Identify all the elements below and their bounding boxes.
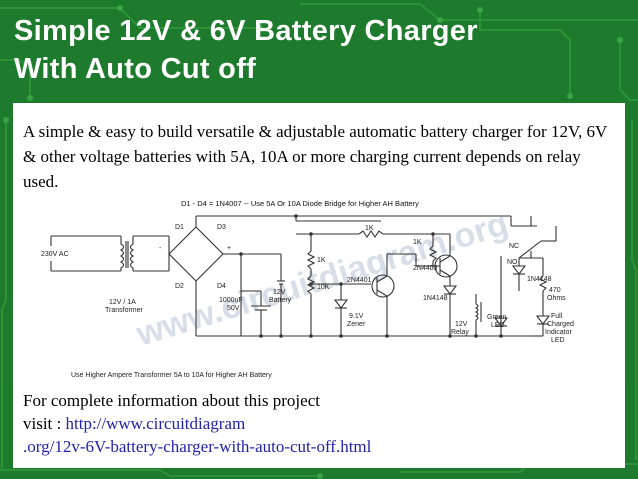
- label-nc: NC: [509, 243, 519, 250]
- label-minus: -: [159, 245, 162, 252]
- label-relay-voltage: 12V: [455, 321, 468, 328]
- label-r-10k: 10K: [317, 284, 330, 291]
- label-1n4148-mid: 1N4148: [423, 295, 448, 302]
- label-q-2n4401: 2N4401: [347, 277, 372, 284]
- project-link-continued[interactable]: .org/12v-6V-battery-charger-with-auto-cu…: [23, 437, 372, 456]
- footer-line-2: visit : http://www.circuitdiagram: [23, 412, 613, 435]
- label-full-led-4: LED: [551, 337, 565, 344]
- label-full-led-3: Indicator: [545, 329, 573, 336]
- label-zener: Zener: [347, 321, 366, 328]
- label-d1: D1: [175, 224, 184, 231]
- label-plus: +: [227, 245, 231, 252]
- label-d4: D4: [217, 283, 226, 290]
- label-r-1k-right: 1K: [413, 239, 422, 246]
- diagram-top-note: D1 - D4 = 1N4007 -- Use 5A Or 10A Diode …: [181, 199, 419, 208]
- label-r-470-ohms: Ohms: [547, 295, 566, 302]
- label-green-led-2: LED: [491, 322, 505, 329]
- label-r-1k-left: 1K: [317, 257, 326, 264]
- label-r-1k-top: 1K: [365, 225, 374, 232]
- label-ac-input: 230V AC: [41, 251, 69, 258]
- label-transformer: Transformer: [105, 307, 144, 314]
- circuit-diagram: www.circuitdiagram.org D1 - D4 = 1N4007 …: [41, 199, 574, 379]
- label-zener-voltage: 9.1V: [349, 313, 364, 320]
- project-link[interactable]: http://www.circuitdiagram: [65, 414, 246, 433]
- title-line-1: Simple 12V & 6V Battery Charger: [14, 15, 478, 47]
- footer-line-3: .org/12v-6V-battery-charger-with-auto-cu…: [23, 435, 613, 458]
- intro-text: A simple & easy to build versatile & adj…: [23, 122, 608, 191]
- label-battery: Battery: [269, 297, 292, 304]
- label-capacitor-value: 1000uF: [219, 297, 243, 304]
- footer-text: For complete information about this proj…: [23, 389, 613, 458]
- label-d3: D3: [217, 224, 226, 231]
- label-green-led: Green: [487, 314, 507, 321]
- label-full-led-2: Charged: [547, 321, 574, 328]
- slide-title: Simple 12V & 6V Battery Charger With Aut…: [14, 12, 614, 88]
- label-battery-voltage: 12V: [273, 289, 286, 296]
- footer-line-1: For complete information about this proj…: [23, 391, 320, 410]
- label-d2: D2: [175, 283, 184, 290]
- label-q-2n4403: 2N4403: [413, 265, 438, 272]
- label-r-470: 470: [549, 287, 561, 294]
- label-capacitor-voltage: 50V: [227, 305, 240, 312]
- label-full-led-1: Full: [551, 313, 563, 320]
- label-no: NO: [507, 259, 518, 266]
- diagram-bottom-note: Use Higher Ampere Transformer 5A to 10A …: [71, 372, 272, 379]
- footer-visit-prefix: visit :: [23, 414, 66, 433]
- junction-dots: [239, 214, 503, 338]
- label-relay: Relay: [451, 329, 469, 336]
- label-transformer-rating: 12V / 1A: [109, 299, 136, 306]
- label-1n4148-right: 1N4148: [527, 276, 552, 283]
- title-line-2: With Auto Cut off: [14, 53, 257, 85]
- content-panel: A simple & easy to build versatile & adj…: [13, 103, 625, 468]
